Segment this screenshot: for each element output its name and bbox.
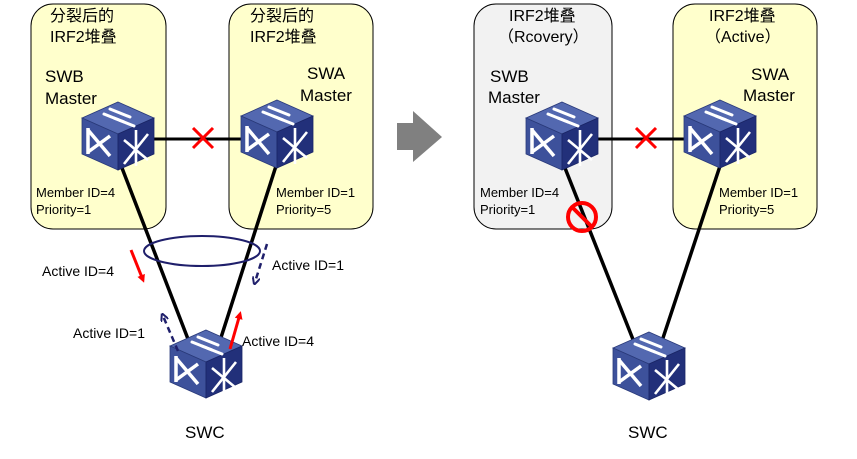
left-stack-a-title-line1: 分裂后的 bbox=[250, 7, 314, 25]
msg-arrow-swa-to-swc bbox=[255, 243, 269, 282]
transition-arrow-icon bbox=[397, 111, 442, 162]
right-stack-b-title-line1: IRF2堆叠 bbox=[509, 7, 576, 25]
right-link-swa-swc bbox=[657, 165, 722, 351]
msg-label-active-4-down: Active ID=4 bbox=[42, 263, 114, 279]
right-swc-switch-icon bbox=[611, 330, 687, 402]
right-swa-role: Master bbox=[743, 86, 795, 105]
right-swb-name: SWB bbox=[490, 67, 529, 86]
right-swa-member-id: Member ID=1 bbox=[719, 185, 798, 200]
blocked-link-icon bbox=[566, 201, 598, 233]
lag-ellipse bbox=[143, 235, 261, 267]
right-link-swb-swc bbox=[563, 167, 640, 353]
left-stack-b-title-line2: IRF2堆叠 bbox=[50, 28, 117, 46]
msg-arrow-swc-to-swa bbox=[228, 311, 243, 350]
right-stack-b-title-line2: （Rcovery） bbox=[498, 28, 589, 46]
left-swa-role: Master bbox=[300, 86, 352, 105]
left-swb-role: Master bbox=[45, 89, 97, 108]
msg-arrow-swc-to-swb bbox=[163, 316, 180, 352]
left-scene: 分裂后的 IRF2堆叠 分裂后的 IRF2堆叠 SWB Master SWA M… bbox=[30, 3, 374, 442]
msg-label-active-1-up: Active ID=1 bbox=[73, 325, 145, 341]
left-link-fault-icon bbox=[191, 126, 215, 150]
right-scene: IRF2堆叠 （Rcovery） IRF2堆叠 （Active） SWB Mas… bbox=[473, 3, 818, 442]
right-swa-name: SWA bbox=[751, 65, 790, 84]
right-swb-member-id: Member ID=4 bbox=[480, 185, 559, 200]
left-swb-member-id: Member ID=4 bbox=[36, 185, 115, 200]
left-swa-name: SWA bbox=[307, 64, 346, 83]
left-stack-b-title-line1: 分裂后的 bbox=[50, 7, 114, 25]
left-swb-priority: Priority=1 bbox=[36, 202, 91, 217]
right-swa-priority: Priority=5 bbox=[719, 202, 774, 217]
msg-label-active-4-up: Active ID=4 bbox=[242, 333, 314, 349]
left-swa-priority: Priority=5 bbox=[276, 202, 331, 217]
right-swc-name: SWC bbox=[628, 423, 668, 442]
msg-label-active-1-down: Active ID=1 bbox=[272, 257, 344, 273]
msg-arrow-swb-to-swc bbox=[129, 249, 145, 283]
left-swc-name: SWC bbox=[185, 423, 225, 442]
right-link-fault-icon bbox=[634, 126, 658, 150]
right-swb-priority: Priority=1 bbox=[480, 202, 535, 217]
right-stack-a-title-line2: （Active） bbox=[705, 28, 781, 46]
left-link-swa-swc bbox=[215, 165, 278, 351]
left-swa-member-id: Member ID=1 bbox=[276, 185, 355, 200]
right-stack-a-title-line1: IRF2堆叠 bbox=[709, 7, 776, 25]
left-stack-a-title-line2: IRF2堆叠 bbox=[250, 28, 317, 46]
right-swb-role: Master bbox=[488, 88, 540, 107]
left-swb-name: SWB bbox=[45, 67, 84, 86]
